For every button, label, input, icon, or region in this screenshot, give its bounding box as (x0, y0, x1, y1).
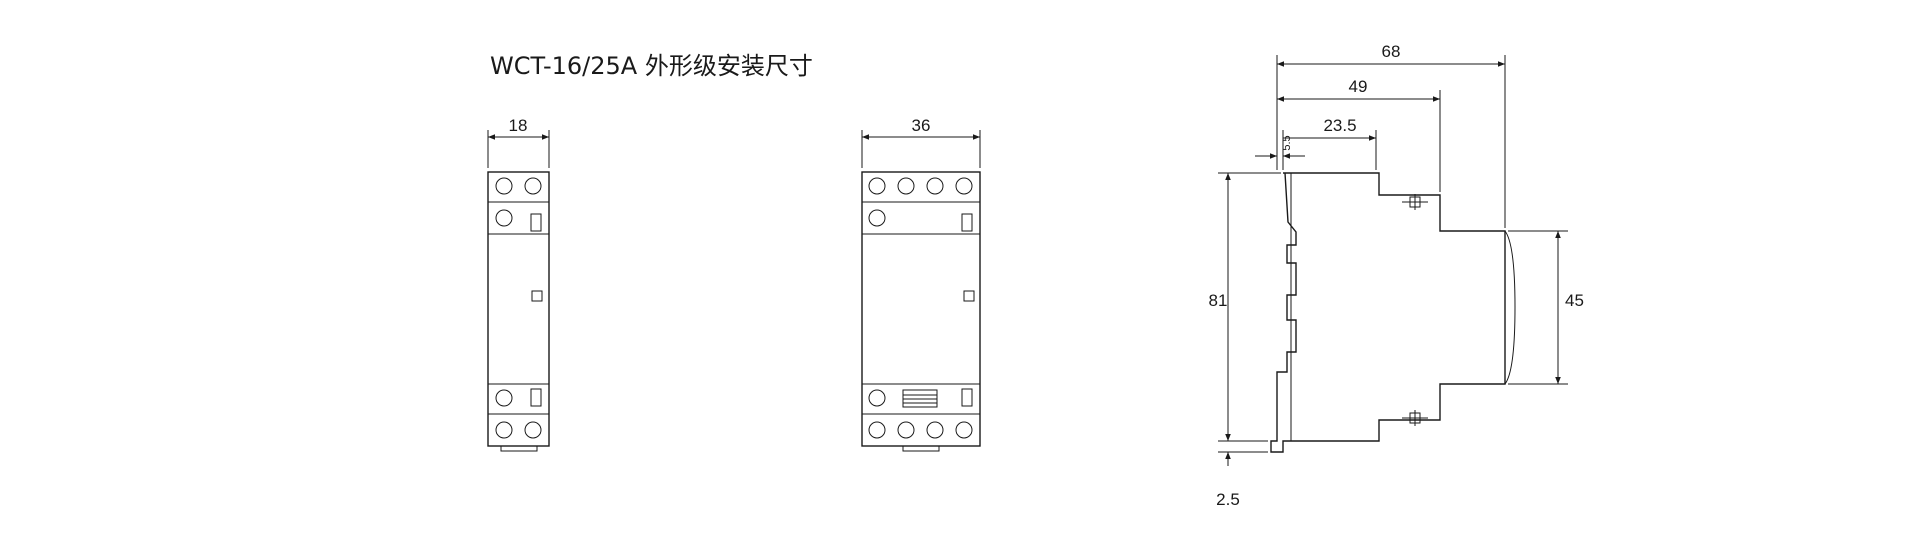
terminal-screw-icon (897, 421, 915, 439)
dim-depth-23-5: 23.5 (1323, 116, 1356, 135)
dim-depth-68: 68 (1382, 42, 1401, 61)
front-view-36mm: 36 (861, 116, 981, 452)
terminal-screw-icon (955, 421, 973, 439)
terminal-screw-icon (926, 421, 944, 439)
terminal-screw-icon (524, 421, 542, 439)
din-clip (902, 446, 940, 452)
terminal-screw-icon (495, 177, 513, 195)
side-view: 68 49 23.5 5.5 81 2.5 45 (1209, 42, 1584, 509)
terminal-screw-icon (897, 177, 915, 195)
status-window-icon (531, 290, 543, 302)
terminal-screw-icon (926, 177, 944, 195)
terminal-screw-icon (495, 209, 513, 227)
dim-width-18: 18 (509, 116, 528, 135)
manual-switch-icon (902, 389, 938, 408)
terminal-screw-icon (524, 177, 542, 195)
dim-height-45: 45 (1565, 291, 1584, 310)
top-screw-icon (1402, 194, 1428, 210)
terminal-screw-icon (868, 209, 886, 227)
indicator-window-icon (961, 388, 973, 407)
terminal-screw-icon (955, 177, 973, 195)
indicator-window-icon (961, 213, 973, 232)
bottom-screw-icon (1402, 410, 1428, 426)
din-clip (500, 446, 538, 452)
terminal-screw-icon (868, 421, 886, 439)
dim-rail-2-5: 2.5 (1216, 490, 1240, 509)
terminal-screw-icon (868, 177, 886, 195)
front-view-18mm: 18 (487, 116, 550, 452)
indicator-window-icon (530, 213, 542, 232)
terminal-screw-icon (495, 389, 513, 407)
dim-width-36: 36 (912, 116, 931, 135)
dim-height-81: 81 (1209, 291, 1228, 310)
terminal-screw-icon (495, 421, 513, 439)
dim-depth-49: 49 (1349, 77, 1368, 96)
dim-offset-5-5: 5.5 (1281, 135, 1293, 150)
indicator-window-icon (530, 388, 542, 407)
status-window-icon (963, 290, 975, 302)
terminal-screw-icon (868, 389, 886, 407)
drawing-title: WCT-16/25A 外形级安装尺寸 (490, 52, 813, 80)
